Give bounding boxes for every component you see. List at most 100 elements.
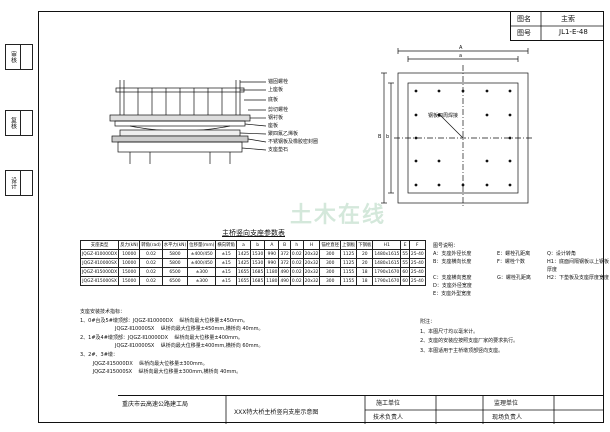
drawing-number-block: 图名 主索 图号 JL1-E-48 (510, 12, 604, 41)
table-cell: ±15 (215, 258, 237, 268)
table-cell: 1180 (264, 267, 280, 277)
drawing-frame (38, 11, 604, 423)
sidebar-label-fuhe: 复核 (5, 110, 21, 136)
table-cell: 25-40 (408, 276, 426, 286)
table-cell: ±400/450 (187, 249, 217, 259)
table-cell: 1685 (250, 267, 266, 277)
table-cell: 0.02 (139, 258, 163, 268)
elev-label-8: 不锈钢板及橡胶密封圈 (268, 139, 319, 145)
table-cell: 55 (400, 249, 410, 259)
elev-label-7: 聚四氟乙烯板 (268, 131, 299, 137)
table-cell: ±300 (187, 276, 217, 286)
table-cell: 1125 (339, 258, 358, 268)
table-cell: 6500 (161, 276, 189, 286)
table-cell: 1655 (235, 267, 252, 277)
table-cell: 1790x1670 (372, 276, 402, 286)
table-cell: 0.02 (289, 258, 304, 268)
table-cell: 1425 (235, 258, 252, 268)
legend-item: G：螺栓孔距离 (497, 275, 531, 281)
site-lead-label: 现场负责人 (492, 414, 523, 421)
table-cell: 0.02 (139, 249, 163, 259)
col-header: h (289, 240, 304, 250)
plan-inner-label: 钢板四周焊接 (428, 113, 459, 119)
table-cell: 60 (400, 267, 410, 277)
elev-label-3: 底板 (268, 97, 279, 103)
table-cell: 20x32 (302, 267, 321, 277)
legend-item (547, 290, 591, 298)
table-cell: 1790x1670 (372, 267, 402, 277)
legend-row: D：支座外径宽度 (433, 282, 610, 290)
table-cell: 5800 (161, 258, 189, 268)
general-notes-lines: 1、本图尺寸均以毫米计。2、支座的安装应按照支座厂家的要求执行。3、本图适用于主… (420, 328, 518, 357)
table-cell: 1685 (250, 276, 266, 286)
company-name: 重庆市云高速公路建工局 (122, 401, 189, 408)
col-header: F (408, 240, 426, 250)
table-cell: 25-40 (408, 258, 426, 268)
legend-row: E：支座外型宽度 (433, 290, 610, 298)
table-header-row: 支座类型 反力(kN) 转角(rad) 水平力(kN) 位移量(mm) 横向转角… (79, 240, 426, 250)
notes-title: 支座安装技术指标： (80, 309, 126, 315)
legend-item: B：支座横向长度 (433, 259, 472, 265)
sidebar-label-sheji: 设计 (5, 170, 21, 196)
note-line: 2、1#及4#墩顶部：JQGZ-Ⅱ10000DX 纵桥向最大位移量±400mm。 (80, 334, 243, 341)
drawing-number-grid (511, 12, 604, 40)
table-cell: 300 (319, 276, 341, 286)
table-cell: 1530 (250, 258, 266, 268)
bearing-elevation-view (109, 80, 267, 164)
table-cell: 20 (356, 258, 374, 268)
table-cell: JQGZ-Ⅱ15000DX (79, 267, 120, 277)
sidebar-label-shenhe: 审核 (5, 44, 21, 70)
elev-label-9: 支座垫石 (268, 147, 289, 153)
legend-item: D：支座外径宽度 (433, 283, 472, 289)
col-header: 反力(kN) (118, 240, 141, 250)
table-cell: 20 (356, 249, 374, 259)
general-notes: 附注： 1、本图尺寸均以毫米计。2、支座的安装应按照支座厂家的要求执行。3、本图… (420, 318, 518, 356)
bearing-parameter-table: 支座类型 反力(kN) 转角(rad) 水平力(kN) 位移量(mm) 横向转角… (79, 240, 426, 286)
bearing-plan-view (381, 48, 532, 207)
table-cell: 25-40 (408, 249, 426, 259)
col-header: 下钢板 (356, 240, 374, 250)
note-line: 1、0#台及5#墩顶部：JQGZ-Ⅱ10000DX 纵桥向最大位移量±450mm… (80, 317, 248, 324)
table-cell: JQGZ-Ⅱ10000SX (79, 258, 120, 268)
sidebar-sign-box (19, 44, 33, 70)
supervision-unit-label: 监理单位 (494, 400, 519, 407)
table-cell: 0.02 (289, 267, 304, 277)
table-cell: ±300 (187, 267, 217, 277)
legend-item (497, 282, 541, 290)
legend-item: H1：底面间隔钢板以上钢板厚度 (547, 259, 609, 273)
title-block-grid (225, 396, 604, 424)
legend-item: C：支座横向宽度 (433, 275, 472, 281)
table-cell: 55 (400, 258, 410, 268)
sidebar-sign-box (19, 170, 33, 196)
table-cell: 1180 (264, 276, 280, 286)
legend-item: Q：设计转角 (547, 251, 576, 257)
col-header: 水平力(kN) (161, 240, 189, 250)
table-cell: 10000 (118, 249, 141, 259)
table-cell: 1155 (339, 267, 358, 277)
table-cell: 1125 (339, 249, 358, 259)
table-cell: 490 (278, 276, 291, 286)
elev-label-6: 座板 (268, 123, 279, 129)
title-block: 重庆市云高速公路建工局 XXX特大桥主桥竖向支座示意图 施工单位 监理单位 技术… (118, 395, 604, 424)
table-cell: 15000 (118, 276, 141, 286)
legend-item: E：螺栓孔距离 (497, 251, 531, 257)
general-notes-title: 附注： (420, 319, 436, 325)
table-cell: 18 (356, 267, 374, 277)
note-line: 3、2#、3#墩： (80, 351, 118, 358)
col-header: H (302, 240, 321, 250)
plan-dim-b: b (386, 134, 390, 140)
note-line: JQGZ-Ⅱ15000DX 纵桥向最大位移量±300mm。 (80, 360, 208, 367)
table-cell: 300 (319, 258, 341, 268)
installation-notes: 支座安装技术指标： 1、0#台及5#墩顶部：JQGZ-Ⅱ10000DX 纵桥向最… (80, 308, 263, 377)
table-title: 主桥竖向支座参数表 (222, 229, 285, 237)
table-cell: 6500 (161, 267, 189, 277)
col-header: A (264, 240, 280, 250)
notes-lines: 1、0#台及5#墩顶部：JQGZ-Ⅱ10000DX 纵桥向最大位移量±450mm… (80, 317, 263, 377)
col-header: 支座类型 (79, 240, 120, 250)
bolt-holes (414, 89, 512, 187)
